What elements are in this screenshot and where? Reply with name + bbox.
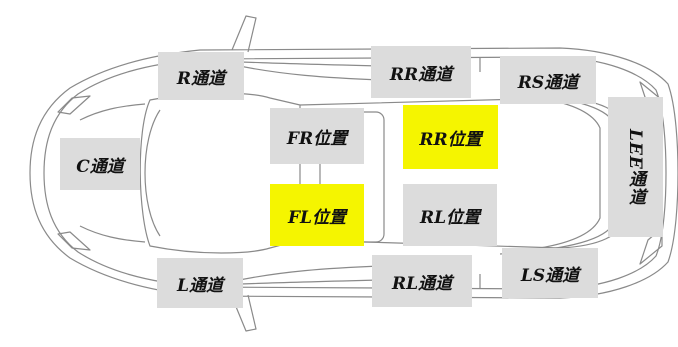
fr-position-label: FR位置 — [270, 108, 364, 164]
c-channel-label: C通道 — [60, 138, 140, 190]
fl-position-label: FL位置 — [270, 184, 364, 246]
rr-position-label: RR位置 — [403, 105, 498, 169]
rl-position-label: RL位置 — [403, 184, 497, 246]
lee-channel-label: LEE通道 — [608, 97, 663, 237]
ls-channel-label: LS通道 — [502, 248, 598, 298]
r-channel-label: R通道 — [158, 52, 244, 100]
rr-channel-label: RR通道 — [371, 46, 471, 98]
rl-channel-label: RL通道 — [372, 255, 472, 307]
l-channel-label: L通道 — [157, 258, 243, 308]
rs-channel-label: RS通道 — [500, 56, 596, 104]
